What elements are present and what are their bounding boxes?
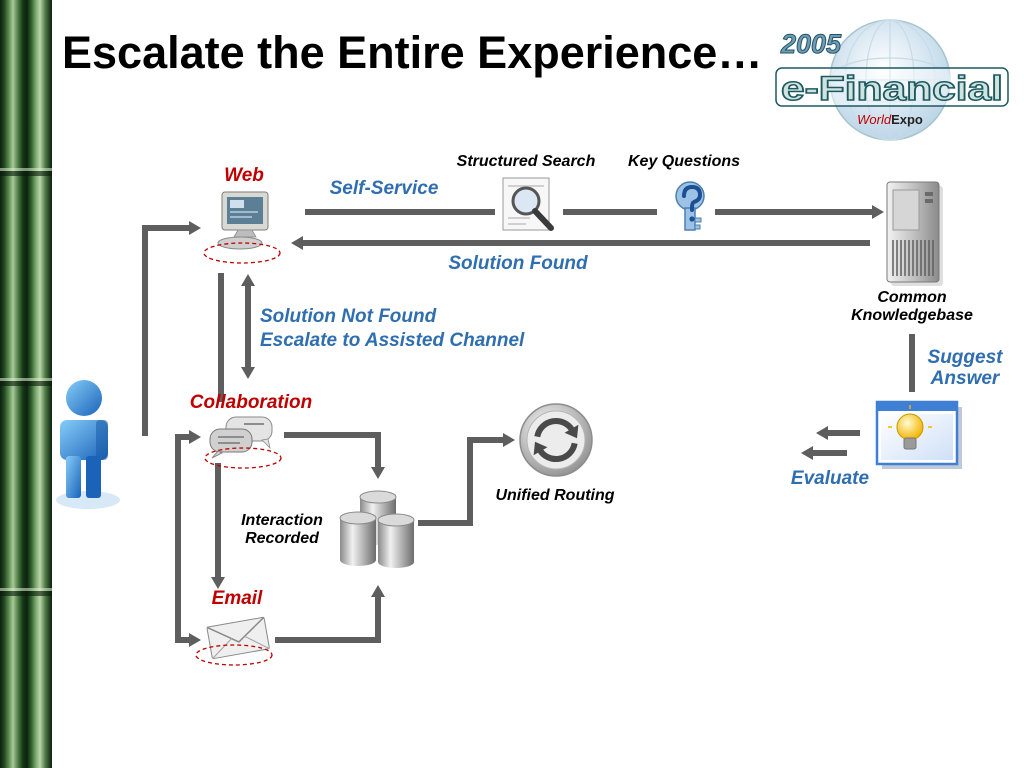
routing-arrows-icon xyxy=(519,403,593,477)
email-channel-label: Email xyxy=(212,588,263,609)
knowledgebase-label-line1: Common xyxy=(877,289,947,306)
database-icon xyxy=(339,490,415,568)
expo-logo: 2005 e-Financial WorldExpo xyxy=(775,19,1009,141)
customer-to-web-arrow xyxy=(142,221,201,436)
logo-subtitle: WorldExpo xyxy=(857,112,923,127)
self-service-label: Self-Service xyxy=(330,178,439,199)
unified-routing-label: Unified Routing xyxy=(495,487,614,504)
database-to-routing-arrow xyxy=(418,433,515,526)
structured-search-label: Structured Search xyxy=(457,153,596,170)
key-questions-label: Key Questions xyxy=(628,153,740,170)
evaluate-label: Evaluate xyxy=(791,468,870,489)
server-icon xyxy=(886,181,943,286)
key-question-icon xyxy=(675,181,705,231)
connectors xyxy=(142,205,915,647)
suggest-answer-label-line2: Answer xyxy=(930,368,1001,389)
slide-title: Escalate the Entire Experience… xyxy=(62,27,763,78)
envelope-icon xyxy=(206,616,270,660)
email-highlight-ellipse xyxy=(195,644,273,666)
magnifier-document-icon xyxy=(502,177,554,231)
logo-subtitle-expo: Expo xyxy=(891,112,923,127)
person-icon xyxy=(56,380,120,509)
solution-found-label: Solution Found xyxy=(448,253,588,274)
interaction-recorded-label-line2: Recorded xyxy=(245,530,320,547)
escalate-label: Escalate to Assisted Channel xyxy=(260,330,525,351)
bamboo-border-decoration xyxy=(0,0,52,768)
logo-year: 2005 xyxy=(780,29,842,59)
computer-icon xyxy=(217,191,269,250)
customer-channel-bracket-arrow xyxy=(175,430,201,647)
email-to-database-arrow xyxy=(275,585,385,643)
solution-not-found-label: Solution Not Found xyxy=(260,306,437,327)
logo-subtitle-world: World xyxy=(857,112,892,127)
collaboration-channel-label: Collaboration xyxy=(190,392,312,413)
web-highlight-ellipse xyxy=(203,242,281,264)
lightbulb-window-icon xyxy=(875,400,962,469)
interaction-recorded-label-line1: Interaction xyxy=(241,512,323,529)
web-channel-label: Web xyxy=(224,165,264,186)
logo-brand: e-Financial xyxy=(781,70,1003,108)
chat-bubbles-icon xyxy=(209,416,273,459)
suggest-answer-label-line1: Suggest xyxy=(928,347,1004,368)
collaboration-to-database-arrow xyxy=(284,432,385,479)
collaboration-highlight-ellipse xyxy=(204,447,282,469)
knowledgebase-label-line2: Knowledgebase xyxy=(851,307,973,324)
